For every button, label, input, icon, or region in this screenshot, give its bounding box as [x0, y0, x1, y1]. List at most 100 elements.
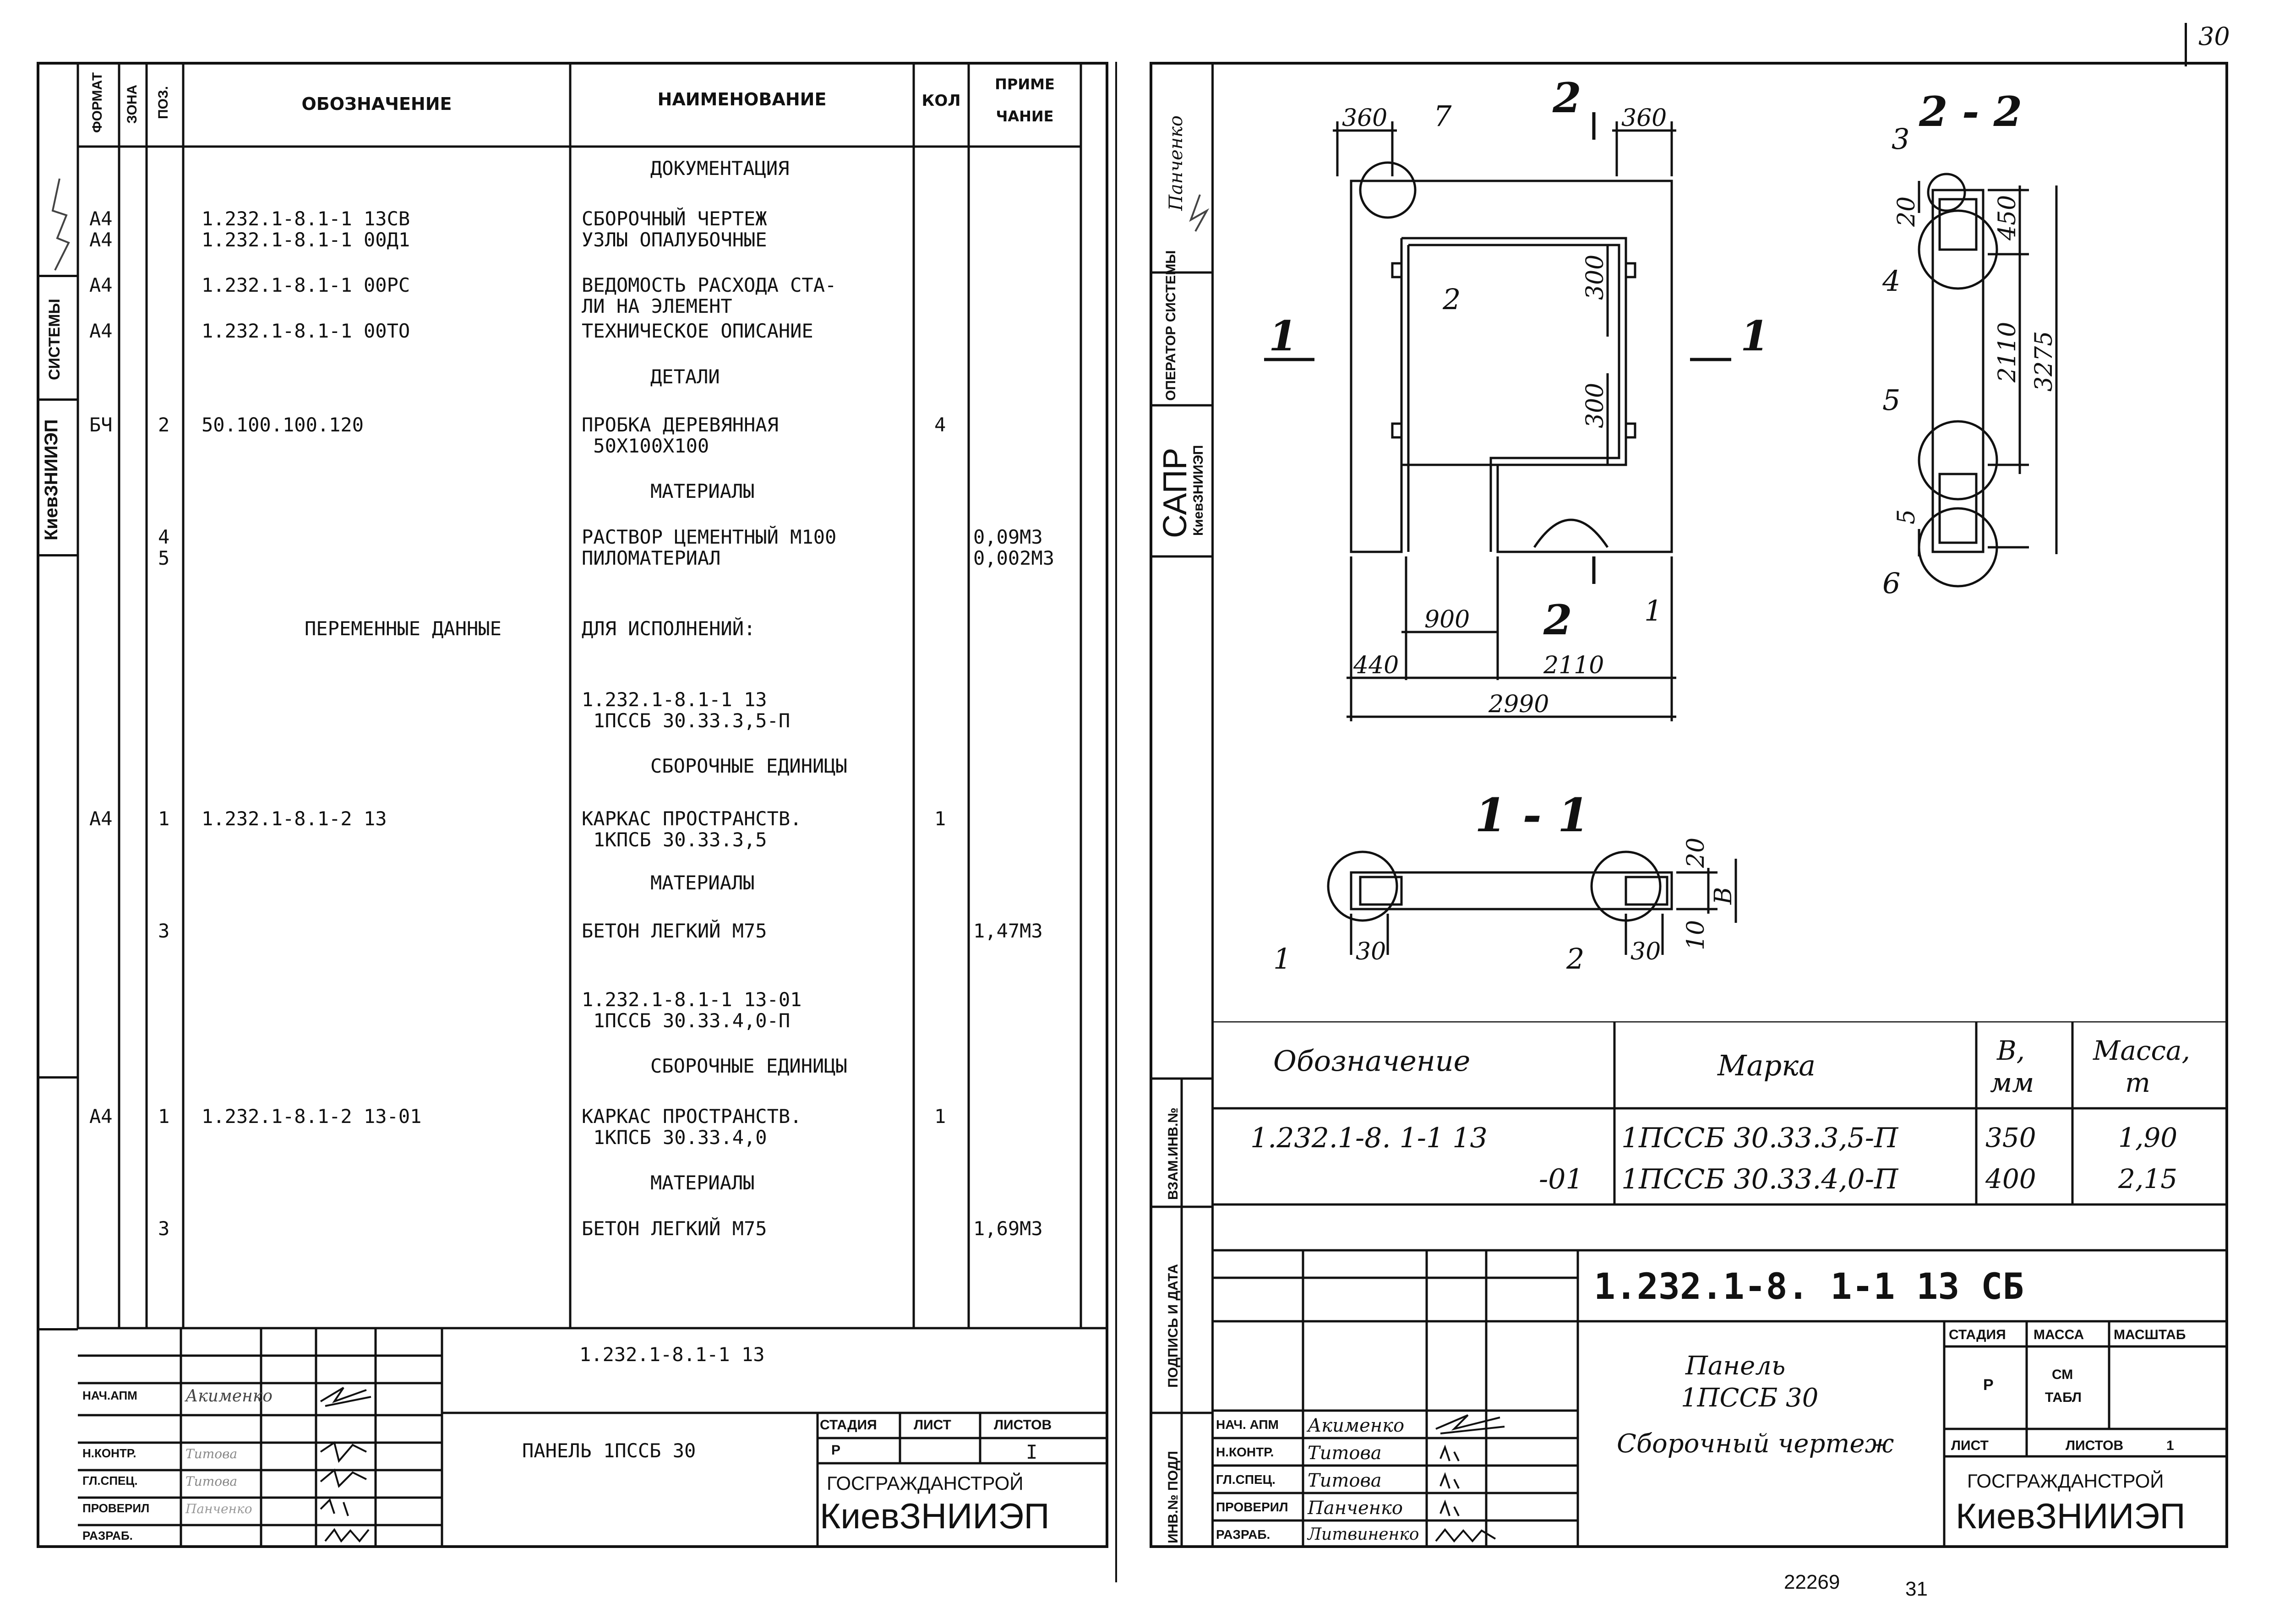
right-spec-grid: [1211, 1021, 2228, 1548]
footer-page: 31: [1905, 1578, 1928, 1600]
spec-cell-name: БЕТОН ЛЕГКИЙ М75: [582, 920, 767, 942]
right-stage-value: Р: [1983, 1376, 1994, 1394]
left-signatures: [320, 1387, 371, 1543]
right-title-name-1: Панель: [1685, 1351, 1786, 1381]
right-mass-value-1: СМ: [2052, 1367, 2073, 1382]
callout-3: 3: [1892, 122, 1909, 156]
spec-cell-name: СБОРОЧНЫЕ ЕДИНИЦЫ: [650, 755, 847, 777]
callout-circle-6: [1918, 507, 1998, 588]
spec-cell-pos: 1: [158, 1105, 170, 1128]
spec-cell-name: СБОРОЧНЫЕ ЕДИНИЦЫ: [650, 1055, 847, 1077]
spec-cell-name: МАТЕРИАЛЫ: [650, 1172, 755, 1194]
signature-mark: [1439, 1499, 1460, 1516]
spec-header-b-1: В,: [1997, 1035, 2025, 1066]
spec-row-2-b: 400: [1985, 1163, 2036, 1194]
left-side-strip-line: [37, 275, 78, 277]
left-side-strip-line: [37, 1076, 78, 1079]
section-mark-1-right: 1: [1740, 312, 1769, 360]
right-person-2: Титова: [1308, 1470, 1382, 1491]
spec-cell-pos: 3: [158, 920, 170, 942]
signature-mark: [1435, 1528, 1496, 1543]
spec-cell-pos: 1: [158, 807, 170, 830]
spec-cell-name: МАТЕРИАЛЫ: [650, 872, 755, 894]
spec-cell-note: 0,09М3 0,002М3: [973, 526, 1055, 569]
dim-450: 450: [1994, 195, 2021, 241]
spec-header-mass-2: т: [2125, 1067, 2150, 1098]
spec-header-mark: Марка: [1718, 1049, 1816, 1082]
wood-plug: [1391, 262, 1403, 278]
wood-plug: [1391, 422, 1403, 439]
signature-mark: [1439, 1472, 1460, 1489]
page-number-mark: [2185, 23, 2187, 66]
dim-300-mid: 300: [1581, 383, 1609, 428]
dim-b-section: В: [1710, 887, 1737, 905]
signature-mark: [324, 1528, 370, 1543]
right-title-name-2: 1ПССБ 30: [1681, 1383, 1819, 1413]
opening-outline-inner: [1408, 244, 1620, 552]
spec-cell-name: КАРКАС ПРОСТРАНСТВ. 1КПСБ 30.33.3,5: [582, 807, 802, 851]
spec-cell-name: ДЕТАЛИ: [650, 365, 720, 388]
assembly-drawing: 360 360 300 300 900 440 2110 2990 20 450…: [1264, 74, 2058, 975]
dim-10-section: 10: [1682, 920, 1710, 950]
spec-cell-designation: ПЕРЕМЕННЫЕ ДАННЫЕ: [305, 617, 502, 640]
dim-20-top: 20: [1893, 196, 1920, 227]
spec-cell-format: БЧ: [89, 414, 113, 436]
spec-cell-designation: 1.232.1-8.1-1 00РС: [202, 274, 410, 296]
spec-row-1-mark: 1ПССБ 30.33.3,5-П: [1621, 1122, 1898, 1154]
section-22-body: [1931, 189, 1985, 553]
section-11-body: [1350, 871, 1673, 910]
spec-cell-pos: 3: [158, 1217, 170, 1240]
right-org-top: ГОСГРАЖДАНСТРОЙ: [1967, 1470, 2164, 1492]
left-person-2: Титова: [185, 1474, 238, 1489]
dim-2990: 2990: [1488, 691, 1549, 718]
callout-circle-4: [1918, 209, 1998, 290]
spec-cell-name: ВЕДОМОСТЬ РАСХОДА СТА- ЛИ НА ЭЛЕМЕНТ: [582, 274, 837, 317]
left-title-code: 1.232.1-8.1-1 13: [579, 1343, 765, 1366]
section-mark-2-bottom: 2: [1543, 596, 1572, 644]
dim-30-left: 30: [1356, 938, 1386, 965]
spec-cell-format: А4: [89, 274, 113, 296]
dim-5: 5: [1893, 509, 1920, 524]
spec-cell-qty: 4: [934, 414, 946, 436]
left-stage-label: СТАДИЯ: [820, 1417, 877, 1433]
header-designation: ОБОЗНАЧЕНИЕ: [301, 94, 452, 114]
signature-mark: [320, 1498, 349, 1516]
spec-cell-qty: 1: [934, 1105, 946, 1128]
right-role-2: ГЛ.СПЕЦ.: [1216, 1472, 1276, 1487]
right-org-bottom: КиевЗНИИЭП: [1956, 1496, 2186, 1536]
left-margin-signature: [51, 178, 70, 271]
left-sheets-value: I: [1026, 1441, 1038, 1463]
right-title-code: 1.232.1-8. 1-1 13 СБ: [1594, 1266, 2024, 1308]
spec-header-b-2: мм: [1990, 1067, 2034, 1098]
spec-cell-designation: 1.232.1-8.1-1 00ТО: [202, 320, 410, 342]
callout-circle-7: [1359, 161, 1417, 219]
header-note-2: ЧАНИЕ: [996, 108, 1054, 125]
header-pos: ПОЗ.: [156, 86, 171, 119]
dim-360-left: 360: [1342, 104, 1387, 132]
header-zone: ЗОНА: [125, 84, 140, 124]
spec-row-2-mass: 2,15: [2118, 1163, 2178, 1194]
left-role-3: ПРОВЕРИЛ: [82, 1501, 150, 1515]
left-person-1: Титова: [185, 1446, 238, 1461]
spec-cell-format: А4: [89, 807, 113, 830]
left-role-2: ГЛ.СПЕЦ.: [82, 1474, 138, 1488]
right-signatures: [1435, 1414, 1505, 1543]
spec-cell-note: 1,47М3: [973, 920, 1043, 942]
spec-cell-pos: 4 5: [158, 526, 170, 569]
spec-cell-designation: 50.100.100.120: [202, 414, 364, 436]
left-stage-value: Р: [831, 1443, 841, 1458]
left-org-bottom: КиевЗНИИЭП: [820, 1496, 1050, 1536]
signature-mark: [320, 1441, 367, 1463]
right-person-0: Акименко: [1308, 1415, 1405, 1436]
callout-7: 7: [1434, 99, 1452, 133]
spec-cell-name: ПРОБКА ДЕРЕВЯННАЯ 50Х100Х100: [582, 414, 779, 457]
left-sheet-right-line: [1115, 62, 1117, 1582]
signature-mark: [320, 1387, 371, 1407]
spec-cell-name: 1.232.1-8.1-1 13 1ПССБ 30.33.3,5-П: [582, 688, 791, 732]
right-person-4: Литвиненко: [1308, 1525, 1419, 1544]
spec-row-2-designation: -01: [1539, 1163, 1583, 1195]
right-sheet-label: ЛИСТ: [1951, 1438, 1989, 1453]
left-title-name: ПАНЕЛЬ 1ПССБ 30: [522, 1439, 696, 1462]
header-format: ФОРМАТ: [90, 72, 105, 133]
right-role-4: РАЗРАБ.: [1216, 1527, 1270, 1542]
